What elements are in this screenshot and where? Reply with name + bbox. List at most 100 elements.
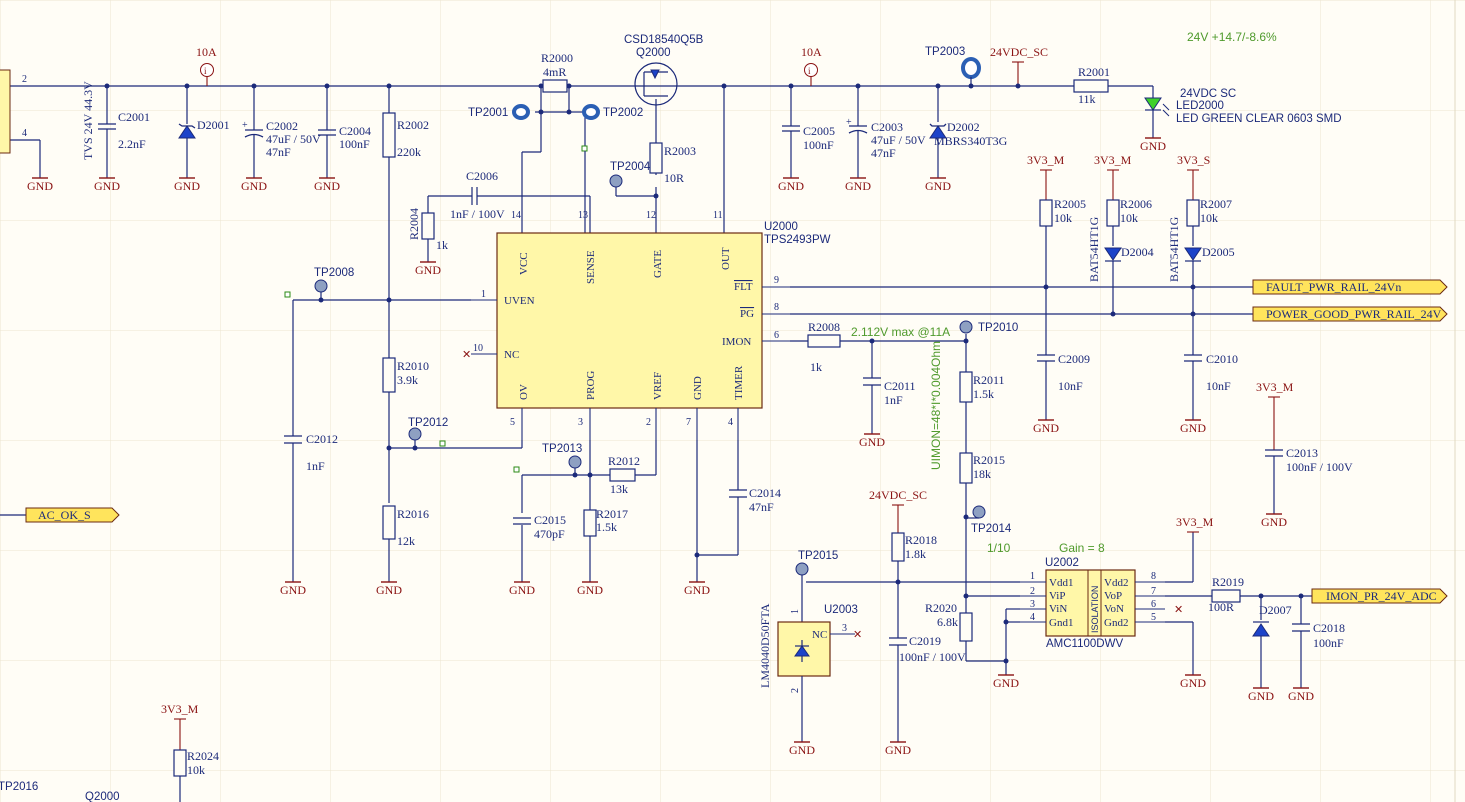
cap-c2002[interactable]: + C2002 47uF / 50V 47nF	[242, 86, 321, 178]
testpoint-tp2004[interactable]: TP2004	[609, 161, 656, 197]
resistor-r2003[interactable]: R2003 10R	[649, 142, 696, 185]
diode-d2007[interactable]: D2007	[1252, 603, 1292, 637]
cap-c2005[interactable]: C2005 100nF	[782, 86, 835, 178]
gnd-symbol: GND	[1033, 419, 1059, 435]
svg-text:GND: GND	[1248, 689, 1274, 703]
svg-text:R2000: R2000	[541, 51, 573, 65]
testpoint-tp2010[interactable]: TP2010	[959, 320, 1018, 334]
cap-c2010[interactable]: C2010 10nF	[1184, 352, 1238, 420]
svg-text:C2009: C2009	[1058, 352, 1090, 366]
partial-ref-q2000: Q2000	[85, 791, 120, 802]
cap-c2012[interactable]: C2012 1nF	[284, 432, 338, 473]
resistor-r2007[interactable]: R2007 10k	[1186, 197, 1232, 246]
ic-u2000[interactable]: U2000 TPS2493PW VCC SENSE GATE OUT 14 13…	[471, 210, 831, 440]
svg-text:9: 9	[774, 275, 779, 286]
svg-text:C2012: C2012	[306, 432, 338, 446]
cap-c2015[interactable]: C2015 470pF	[513, 513, 566, 541]
resistor-r2020[interactable]: R2020 6.8k	[925, 601, 973, 642]
svg-text:10k: 10k	[1120, 211, 1138, 225]
wire-imon	[790, 334, 969, 603]
resistor-r2010[interactable]: R2010 3.9k	[382, 357, 429, 393]
testpoint-tp2008[interactable]: TP2008	[314, 267, 354, 300]
svg-text:Gnd1: Gnd1	[1049, 617, 1073, 629]
svg-text:1k: 1k	[810, 360, 822, 374]
gnd-symbol: GND	[314, 177, 340, 193]
diode-d2001[interactable]: D2001	[178, 86, 230, 178]
svg-text:18k: 18k	[973, 467, 991, 481]
cap-c2018[interactable]: C2018 100nF	[1292, 621, 1345, 650]
svg-text:C2013: C2013	[1286, 446, 1318, 460]
svg-text:GND: GND	[925, 179, 951, 193]
resistor-r2001[interactable]: R2001 11k	[1073, 65, 1154, 106]
svg-text:TP2001: TP2001	[468, 107, 508, 119]
svg-text:1nF / 100V: 1nF / 100V	[450, 207, 505, 221]
cap-c2001[interactable]: C2001 2.2nF	[98, 86, 150, 178]
svg-text:LED GREEN CLEAR 0603 SMD: LED GREEN CLEAR 0603 SMD	[1176, 113, 1342, 125]
resistor-r2005[interactable]: R2005 10k	[1039, 197, 1086, 355]
port-fault[interactable]: FAULT_PWR_RAIL_24Vn	[1252, 279, 1448, 295]
resistor-r2017[interactable]: R2017 1.5k	[583, 507, 628, 537]
gnd-symbol: GND	[859, 433, 885, 449]
ic-u2002[interactable]: ISOLATION Vdd1 ViP ViN Gnd1 Vdd2 VoP VoN…	[1020, 557, 1165, 650]
svg-text:3: 3	[842, 623, 847, 634]
gnd-symbol: GND	[509, 581, 535, 597]
testpoint-tp2003[interactable]: TP2003	[925, 46, 981, 86]
svg-text:IMON_PR_24V_ADC: IMON_PR_24V_ADC	[1326, 589, 1437, 603]
resistor-r2012[interactable]: R2012 13k	[608, 454, 640, 496]
svg-text:AMC1100DWV: AMC1100DWV	[1046, 638, 1123, 650]
resistor-r2018[interactable]: R2018 1.8k	[891, 532, 937, 742]
cap-c2019[interactable]: C2019 100nF / 100V	[889, 634, 966, 664]
svg-text:3V3_M: 3V3_M	[1027, 153, 1065, 167]
svg-text:1nF: 1nF	[884, 393, 903, 407]
svg-text:TPS2493PW: TPS2493PW	[764, 234, 831, 246]
svg-text:TP2010: TP2010	[978, 322, 1018, 334]
svg-text:GND: GND	[174, 179, 200, 193]
resistor-r2015[interactable]: R2015 18k	[959, 452, 1005, 484]
port-power-good[interactable]: POWER_GOOD_PWR_RAIL_24V	[1252, 306, 1448, 322]
resistor-r2011[interactable]: R2011 1.5k	[959, 371, 1005, 403]
resistor-r2008[interactable]: R2008 1k	[807, 320, 841, 374]
testpoint-tp2002[interactable]: TP2002	[582, 104, 643, 120]
resistor-r2004[interactable]: R2004 1k	[407, 196, 448, 262]
svg-text:47nF: 47nF	[266, 145, 291, 159]
testpoint-tp2014[interactable]: TP2014	[966, 505, 1012, 535]
testpoint-tp2001[interactable]: TP2001	[468, 104, 530, 120]
mosfet-q2000[interactable]: CSD18540Q5B Q2000	[624, 34, 704, 233]
svg-text:ViN: ViN	[1049, 603, 1067, 615]
svg-text:R2007: R2007	[1200, 197, 1232, 211]
svg-text:100R: 100R	[1208, 600, 1234, 614]
cap-c2006[interactable]: C2006 1nF / 100V	[428, 169, 591, 233]
resistor-r2016[interactable]: R2016 12k	[382, 505, 429, 548]
resistor-r2019[interactable]: R2019 100R	[1208, 575, 1244, 614]
svg-text:3: 3	[1030, 599, 1035, 610]
svg-text:1.5k: 1.5k	[596, 520, 617, 534]
svg-text:GATE: GATE	[652, 250, 664, 278]
diode-d2004[interactable]: D2004 BAT54HT1G	[1087, 216, 1154, 314]
resistor-r2024[interactable]: R2024 10k	[173, 749, 219, 802]
led-2000[interactable]: 24VDC SC LED2000 LED GREEN CLEAR 0603 SM…	[1144, 88, 1342, 138]
resistor-r2006[interactable]: R2006 10k	[1106, 197, 1152, 246]
port-ac-ok[interactable]: AC_OK_S	[0, 507, 120, 523]
diode-d2002[interactable]: D2002 MBRS340T3G	[929, 86, 1008, 178]
port-imon-adc[interactable]: IMON_PR_24V_ADC	[1311, 588, 1448, 604]
cap-c2003[interactable]: + C2003 47uF / 50V 47nF	[846, 86, 926, 178]
gnd-symbol: GND	[925, 177, 951, 193]
testpoint-tp2012[interactable]: TP2012	[408, 417, 448, 448]
cap-c2011[interactable]: C2011 1nF	[863, 377, 916, 407]
svg-text:47nF: 47nF	[749, 500, 774, 514]
testpoint-tp2013[interactable]: TP2013	[542, 443, 582, 475]
cap-c2009[interactable]: C2009 10nF	[1037, 352, 1090, 420]
diode-d2005[interactable]: D2005 BAT54HT1G	[1167, 216, 1235, 355]
gnd-symbol: GND	[885, 741, 911, 757]
testpoint-tp2015[interactable]: TP2015	[795, 550, 838, 582]
testpoint-tp2016[interactable]: TP2016	[0, 781, 38, 793]
svg-text:1nF: 1nF	[306, 459, 325, 473]
ic-u2003[interactable]: NC 3 1 2 U2003 LM4040D50FTA	[758, 582, 858, 742]
cap-c2013[interactable]: C2013 100nF / 100V	[1265, 446, 1353, 514]
cap-c2014[interactable]: C2014 47nF	[729, 486, 781, 514]
cap-c2004[interactable]: C2004 100nF	[318, 86, 371, 178]
svg-text:PG: PG	[740, 308, 754, 320]
resistor-r2002[interactable]: R2002 220k	[382, 112, 429, 159]
svg-text:BAT54HT1G: BAT54HT1G	[1167, 216, 1181, 282]
